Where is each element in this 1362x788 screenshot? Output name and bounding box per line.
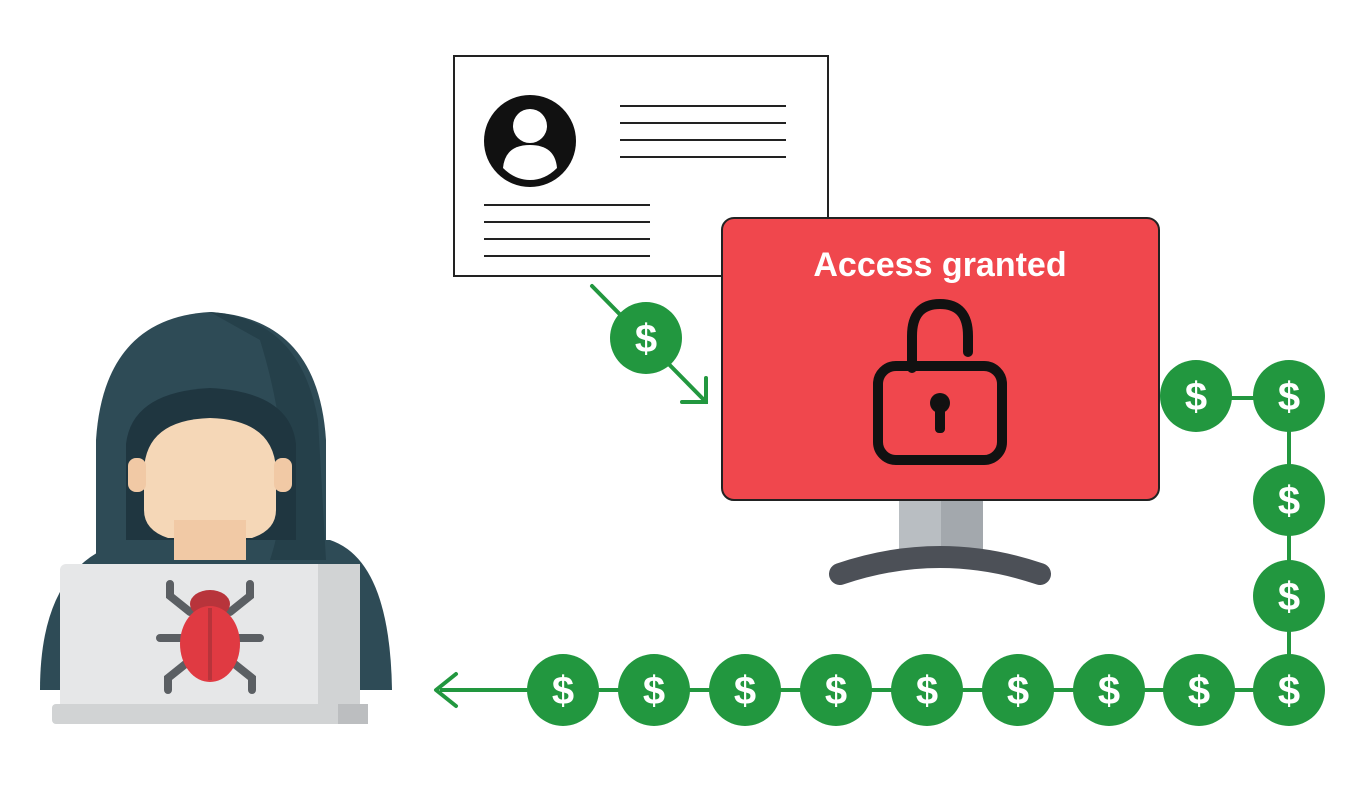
dollar-coin-icon: $ — [610, 302, 682, 374]
monitor-stand — [829, 498, 1051, 585]
dollar-coin-icon: $ — [709, 654, 781, 726]
dollar-coin-icon: $ — [527, 654, 599, 726]
coin-symbol: $ — [643, 669, 665, 713]
access-granted-title: Access granted — [813, 246, 1066, 284]
money-flow: $ $ $ $ $ $ $ $ $ $ $ $ $ $ — [434, 284, 1325, 726]
dollar-coin-icon: $ — [982, 654, 1054, 726]
dollar-coin-icon: $ — [891, 654, 963, 726]
laptop — [52, 564, 368, 724]
dollar-coin-icon: $ — [1160, 360, 1232, 432]
coin-symbol: $ — [1278, 575, 1300, 619]
coin-symbol: $ — [734, 669, 756, 713]
coin-group: $ $ $ $ $ $ $ $ $ $ $ $ $ $ — [527, 302, 1325, 726]
dollar-coin-icon: $ — [1253, 654, 1325, 726]
coin-symbol: $ — [1278, 669, 1300, 713]
bug-icon — [156, 580, 264, 694]
dollar-coin-icon: $ — [1253, 464, 1325, 536]
card-text-lines — [484, 105, 786, 257]
user-avatar-icon — [484, 95, 576, 187]
coin-symbol: $ — [552, 669, 574, 713]
unlocked-padlock-icon — [873, 298, 1007, 465]
monitor: Access granted — [721, 217, 1160, 585]
monitor-screen — [721, 217, 1160, 501]
coin-symbol: $ — [916, 669, 938, 713]
coin-symbol: $ — [1007, 669, 1029, 713]
dollar-coin-icon: $ — [800, 654, 872, 726]
coin-symbol: $ — [1278, 375, 1300, 419]
coin-symbol: $ — [1278, 479, 1300, 523]
dollar-coin-icon: $ — [1163, 654, 1235, 726]
dollar-coin-icon: $ — [1073, 654, 1145, 726]
coin-symbol: $ — [1185, 375, 1207, 419]
dollar-coin-icon: $ — [618, 654, 690, 726]
coin-symbol: $ — [635, 317, 657, 361]
coin-symbol: $ — [1098, 669, 1120, 713]
dollar-coin-icon: $ — [1253, 560, 1325, 632]
coin-symbol: $ — [1188, 669, 1210, 713]
coin-symbol: $ — [825, 669, 847, 713]
dollar-coin-icon: $ — [1253, 360, 1325, 432]
profile-card — [453, 55, 829, 277]
arrow-left-icon — [434, 672, 458, 708]
